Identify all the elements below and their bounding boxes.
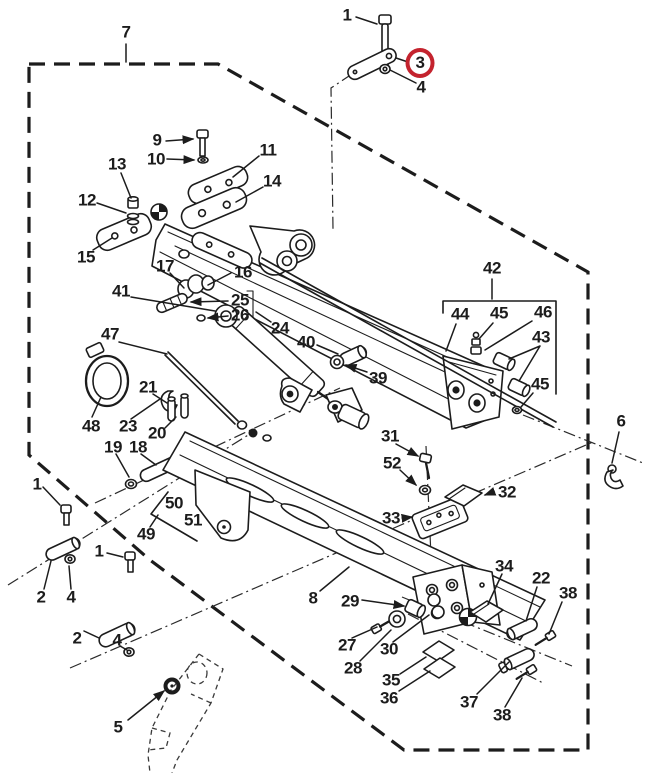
callout-47: 47 [101,324,119,344]
callout-32: 32 [498,482,516,502]
callout-23: 23 [119,416,137,436]
callout-6: 6 [616,411,626,431]
callout-1: 1 [342,5,352,25]
callout-37: 37 [460,692,478,712]
callout-24: 24 [271,318,289,338]
callout-4: 4 [416,77,426,97]
phantom-arm [147,653,224,773]
callout-38: 38 [493,705,511,725]
callout-36: 36 [380,688,398,708]
callout-29: 29 [341,591,359,611]
callout-12: 12 [78,190,96,210]
callout-50: 50 [165,493,183,513]
callout-13: 13 [108,154,126,174]
callout-38: 38 [559,583,577,603]
callout-20: 20 [148,423,166,443]
plates-group [95,165,249,252]
callout-46: 46 [534,302,552,322]
callout-22: 22 [532,568,550,588]
callout-25: 25 [231,290,249,310]
callout-52: 52 [383,453,401,473]
callout-35: 35 [382,670,400,690]
callout-49: 49 [137,524,155,544]
callout-34: 34 [495,556,513,576]
callout-33: 33 [382,508,400,528]
fitting-group-27-30 [370,593,478,635]
pin-40-ring-39 [329,344,368,370]
callout-1: 1 [32,474,42,494]
boom-end-parts [442,300,624,490]
callout-14: 14 [263,171,281,191]
callout-16: 16 [234,262,252,282]
callout-21: 21 [139,377,157,397]
callout-2: 2 [36,587,46,607]
bolt-9-washer-10 [196,129,209,164]
callout-28: 28 [344,658,362,678]
callout-30: 30 [380,639,398,659]
callout-27: 27 [338,635,356,655]
lower-boom [162,377,546,641]
callout-41: 41 [112,281,130,301]
callout-2: 2 [72,628,82,648]
registration-mark-icon [458,607,478,627]
callout-39: 39 [369,368,387,388]
hardware-31-52-33-32 [411,452,483,540]
dashed-boundary [27,62,590,752]
bracket-50-51 [150,491,198,542]
callout-17: 17 [156,256,174,276]
callout-9: 9 [152,130,162,150]
callout-40: 40 [297,332,315,352]
callout-45: 45 [490,303,508,323]
callout-48: 48 [82,416,100,436]
callout-7: 7 [121,22,131,42]
pin-group-a [45,504,81,564]
strap-group [347,14,397,81]
upper-boom [151,223,504,430]
callout-18: 18 [129,437,147,457]
pads-pins-group [422,600,557,680]
callout-26: 26 [231,305,249,325]
callout-44: 44 [451,304,469,324]
grommet-part-5 [163,677,181,695]
clamp-clips-group [84,341,189,422]
callout-31: 31 [381,426,399,446]
callout-42: 42 [483,258,501,278]
pin-group-b [98,551,136,657]
callout-8: 8 [308,588,318,608]
callout-4: 4 [112,630,122,650]
callout-15: 15 [77,247,95,267]
callout-4: 4 [66,587,76,607]
tie-rod-24 [259,257,557,428]
callout-1: 1 [94,541,104,561]
callout-5: 5 [113,717,123,737]
callout-19: 19 [104,437,122,457]
registration-mark-icon [150,203,168,221]
leader-lines [42,16,620,721]
rod-47 [164,351,272,442]
callout-43: 43 [532,327,550,347]
callout-11: 11 [259,140,277,160]
callout-45: 45 [531,374,549,394]
callout-3: 3 [405,48,435,78]
callout-10: 10 [147,149,165,169]
bushings-link-group [156,274,254,324]
callout-51: 51 [184,510,202,530]
